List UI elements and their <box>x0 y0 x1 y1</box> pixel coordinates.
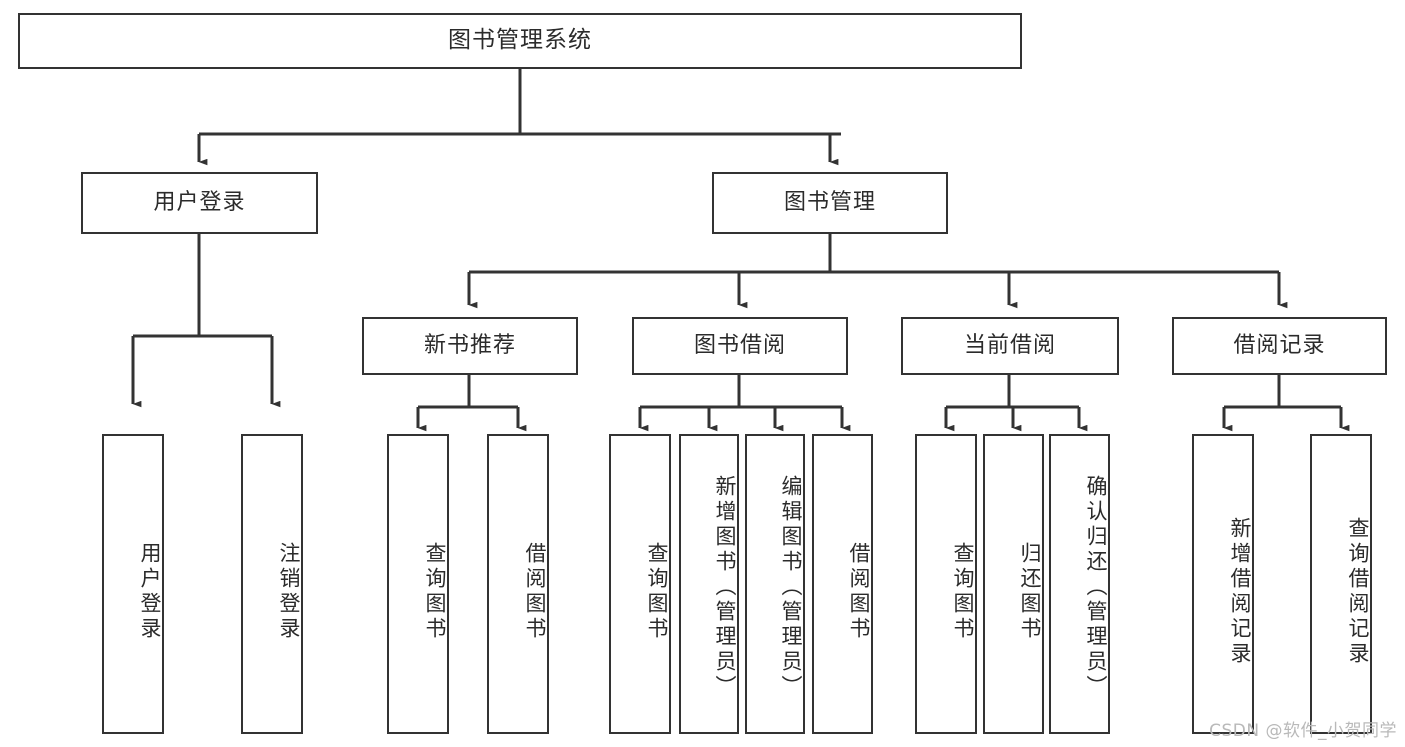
node-current-borrow[interactable]: 当前借阅 <box>901 317 1119 375</box>
node-label: 新增图书（管理员） <box>713 474 737 700</box>
leaf-borrow-query-book[interactable]: 查询图书 <box>609 434 671 734</box>
leaf-current-query-book[interactable]: 查询图书 <box>915 434 977 734</box>
node-label: 图书管理 <box>783 189 876 215</box>
edges-newbook-to-leaves <box>416 375 527 432</box>
node-root-system[interactable]: 图书管理系统 <box>18 13 1022 69</box>
leaf-user-login[interactable]: 用户登录 <box>102 434 164 734</box>
node-label: 查询图书 <box>423 542 447 642</box>
node-book-management[interactable]: 图书管理 <box>712 172 948 234</box>
leaf-recommend-query-book[interactable]: 查询图书 <box>387 434 449 734</box>
node-label: 当前借阅 <box>963 332 1056 358</box>
leaf-logout[interactable]: 注销登录 <box>241 434 303 734</box>
node-label: 借阅图书 <box>523 542 547 642</box>
watermark-text: CSDN @软件_小贺同学 <box>1209 721 1397 741</box>
node-label: 借阅图书 <box>847 542 871 642</box>
edges-bookborrow-to-leaves <box>638 375 851 432</box>
leaf-recommend-borrow-book[interactable]: 借阅图书 <box>487 434 549 734</box>
node-label: 查询借阅记录 <box>1346 517 1370 667</box>
node-label: 用户登录 <box>153 189 246 215</box>
leaf-add-book-admin[interactable]: 新增图书（管理员） <box>679 434 739 734</box>
node-label: 查询图书 <box>645 542 669 642</box>
edges-currentborrow-to-leaves <box>944 375 1088 432</box>
leaf-add-borrow-record[interactable]: 新增借阅记录 <box>1192 434 1254 734</box>
node-label: 编辑图书（管理员） <box>779 474 803 700</box>
leaf-return-book[interactable]: 归还图书 <box>983 434 1044 734</box>
node-borrow-record[interactable]: 借阅记录 <box>1172 317 1387 375</box>
edges-borrowrecord-to-leaves <box>1222 375 1350 432</box>
edges-root-to-tier1 <box>197 69 841 166</box>
node-label: 归还图书 <box>1018 542 1042 642</box>
leaf-borrow-book[interactable]: 借阅图书 <box>812 434 873 734</box>
node-label: 用户登录 <box>138 542 162 642</box>
node-book-borrow[interactable]: 图书借阅 <box>632 317 848 375</box>
node-label: 借阅记录 <box>1233 332 1326 358</box>
leaf-query-borrow-record[interactable]: 查询借阅记录 <box>1310 434 1372 734</box>
leaf-edit-book-admin[interactable]: 编辑图书（管理员） <box>745 434 805 734</box>
leaf-confirm-return-admin[interactable]: 确认归还（管理员） <box>1049 434 1110 734</box>
node-label: 新书推荐 <box>423 332 516 358</box>
node-user-login[interactable]: 用户登录 <box>81 172 318 234</box>
edges-bookmgmt-to-tier2 <box>467 234 1288 309</box>
node-label: 确认归还（管理员） <box>1084 474 1108 700</box>
node-label: 新增借阅记录 <box>1228 517 1252 667</box>
node-label: 注销登录 <box>277 542 301 642</box>
node-label: 图书管理系统 <box>448 27 592 54</box>
node-label: 图书借阅 <box>693 332 786 358</box>
edges-userlogin-to-leaves <box>131 234 281 408</box>
node-label: 查询图书 <box>951 542 975 642</box>
node-new-book-recommend[interactable]: 新书推荐 <box>362 317 578 375</box>
